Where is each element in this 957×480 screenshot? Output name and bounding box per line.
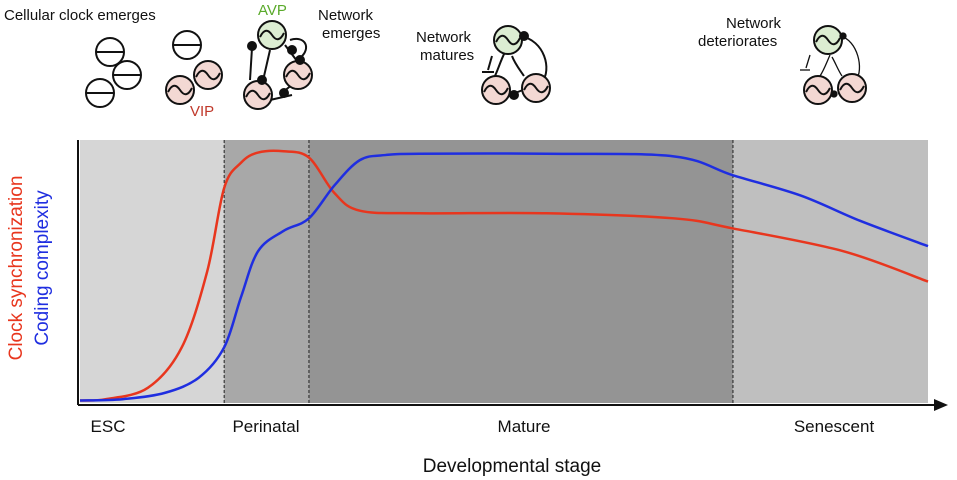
network-cluster-icon <box>481 25 551 105</box>
annotation-network-matures-1: Network <box>416 29 472 46</box>
series-line-coding-complexity <box>79 152 929 402</box>
stage-bands <box>80 140 928 403</box>
y-axis-title-sync: Clock synchronization <box>6 176 27 361</box>
annotation-avp: AVP <box>258 2 287 19</box>
band-esc <box>80 140 225 403</box>
stage-label-perinatal: Perinatal <box>232 417 299 436</box>
network-cluster-icon <box>800 25 867 105</box>
stage-label-senescent: Senescent <box>794 417 875 436</box>
annotation-network-emerges-1: Network <box>318 7 374 24</box>
band-perinatal <box>224 140 309 403</box>
band-mature <box>308 140 733 403</box>
annotation-network-matures-2: matures <box>420 47 474 64</box>
curves <box>79 149 929 402</box>
annotation-network-deteriorates-1: Network <box>726 15 782 32</box>
series-line-clock-synchronization <box>79 149 929 402</box>
stage-label-esc: ESC <box>91 417 126 436</box>
annotation-cellular-clock: Cellular clock emerges <box>4 7 156 24</box>
y-axis-title-complexity: Coding complexity <box>32 190 53 346</box>
x-axis-arrowhead <box>934 399 948 411</box>
annotation-vip: VIP <box>190 103 214 120</box>
annotation-network-emerges-2: emerges <box>322 25 380 42</box>
oscillator-cell-icon <box>85 37 142 108</box>
annotation-network-deteriorates-2: deteriorates <box>698 33 777 50</box>
oscillator-cell-icon <box>165 30 223 105</box>
stage-label-mature: Mature <box>498 417 551 436</box>
x-axis-title: Developmental stage <box>423 456 602 477</box>
network-cluster-icon <box>243 20 313 110</box>
